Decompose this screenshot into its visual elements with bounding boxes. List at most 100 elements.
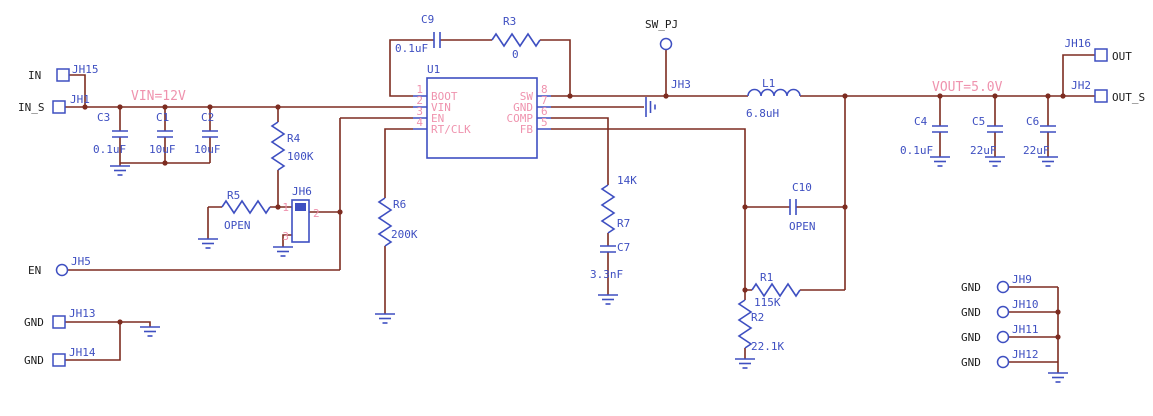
gnd-symbol-jh13 [139,326,161,337]
c7-plates [600,245,616,253]
jh2-pad [1094,89,1108,103]
c6-plates [1040,125,1056,133]
jh10-pad [996,305,1010,319]
gnd-symbol-r2 [734,358,756,369]
jh6-pin3-num: 3 [282,230,289,243]
gnd-symbol-r5 [197,238,219,249]
gnd-symbol-c6 [1037,156,1059,167]
c2-ref: C2 [201,111,214,124]
r2-ref: R2 [751,311,764,324]
wire-boot [389,39,571,97]
u1-pin1-num: 1 [416,83,423,96]
connector-jh12: GND JH12 [961,348,1039,369]
u1-pin1-name: BOOT [431,90,458,103]
jh6-pin1-marker [295,203,306,211]
r1-ref: R1 [760,271,773,284]
gnd-symbol-c7 [597,294,619,305]
u1-pin5-name: FB [520,123,534,136]
component-r2: R2 22.1K [737,299,784,353]
r4-ref: R4 [287,132,301,145]
connector-jh14: GND JH14 [24,346,96,367]
connector-jh13: GND JH13 [24,307,96,329]
r7-value: 14K [617,174,637,187]
l1-value: 6.8uH [746,107,779,120]
r3-value: 0 [512,48,519,61]
component-c10: C10 OPEN [789,181,816,233]
c2-plates [202,130,218,138]
component-r6: R6 200K [377,197,418,247]
r6-zigzag [377,197,393,247]
r3-zigzag [491,32,541,48]
component-c4: C4 0.1uF [900,115,948,157]
u1-pin8-num: 8 [541,83,548,96]
wire-comp [551,117,609,295]
component-r1: R1 115K [751,271,801,309]
c9-value: 0.1uF [395,42,428,55]
connector-jh6: JH6 1 2 3 [282,185,319,243]
port-en-label: EN [28,264,41,277]
u1-pin2-name: VIN [431,101,451,114]
port-gnd14-label: GND [24,354,44,367]
component-l1: L1 6.8uH [746,77,801,120]
c1-plates [157,130,173,138]
u1-pin4-num: 4 [416,116,423,129]
wire-gnd-left [65,321,151,361]
net-label-vout: VOUT=5.0V [932,80,1003,95]
jh2-label: JH2 [1071,79,1091,92]
port-gnd12-label: GND [961,356,981,369]
c1-ref: C1 [156,111,169,124]
wire-sw-vout [551,49,1095,157]
component-r3: R3 0 [491,15,541,61]
r6-value: 200K [391,228,418,241]
c3-ref: C3 [97,111,110,124]
c10-value: OPEN [789,220,816,233]
jh16-pad [1094,48,1108,62]
c2-value: 10uF [194,143,221,156]
u1-pin2-num: 2 [416,94,423,107]
gnd-symbol-jh9-12 [1047,372,1069,383]
r2-zigzag [737,299,753,349]
component-r7: 14K R7 [600,174,637,234]
connector-jh5: EN JH5 [28,255,91,277]
port-in-label: IN [28,69,41,82]
c10-plates [789,199,797,215]
jh12-pad [996,355,1010,369]
jh15-label: JH15 [72,63,99,76]
u1-pin8-name: SW [520,90,534,103]
r7-ref: R7 [617,217,630,230]
l1-ref: L1 [762,77,775,90]
l1-coil [747,88,801,97]
jh11-label: JH11 [1012,323,1039,336]
r5-zigzag [221,199,271,215]
jh6-body [291,199,310,243]
c5-ref: C5 [972,115,985,128]
wire-fb [551,96,846,359]
component-r5: R5 OPEN [221,189,271,232]
gnd-symbol-r6 [374,313,396,324]
r1-value: 115K [754,296,781,309]
jh11-pad [996,330,1010,344]
component-u1: U1 1 2 3 4 BOOT VIN EN RT/CLK 8 7 6 5 SW… [413,63,551,159]
testpoint-sw-pj: SW_PJ JH3 [645,18,691,91]
c10-ref: C10 [792,181,812,194]
r5-ref: R5 [227,189,240,202]
c1-value: 10uF [149,143,176,156]
r5-value: OPEN [224,219,251,232]
jh15-pad [56,68,70,82]
component-c3: C3 0.1uF [93,111,128,156]
component-c9: C9 0.1uF [395,13,441,55]
connector-jh1: IN_S JH1 [18,93,90,114]
net-label-vin: VIN=12V [131,89,186,104]
u1-pin6-name: COMP [507,112,534,125]
u1-pin7-name: GND [513,101,533,114]
r7-zigzag [600,184,616,234]
jh1-label: JH1 [70,93,90,106]
c5-value: 22uF [970,144,997,157]
port-gnd10-label: GND [961,306,981,319]
wires [65,39,1095,373]
component-c7: C7 3.3nF [590,241,630,281]
connector-jh2: JH2 OUT_S [1071,79,1145,104]
jh12-label: JH12 [1012,348,1039,361]
connector-jh15: IN JH15 [28,63,99,82]
